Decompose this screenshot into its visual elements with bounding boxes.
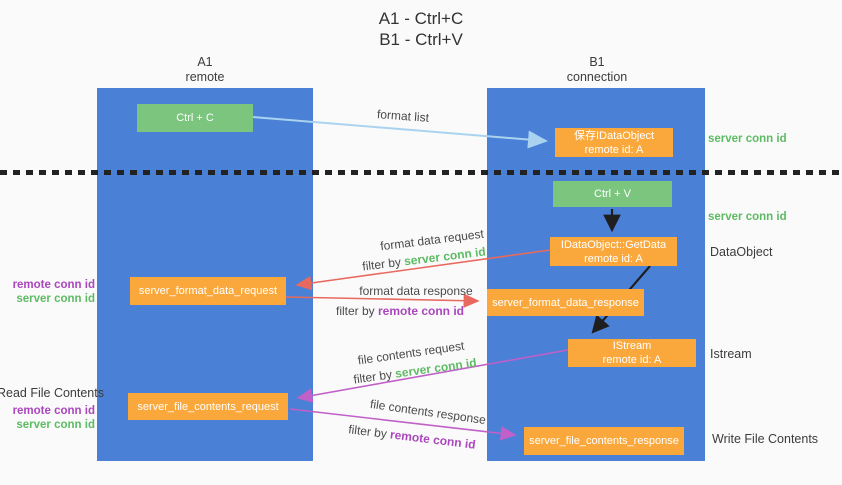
- label-write-file-contents: Write File Contents: [712, 432, 819, 446]
- edge-label-format-data-response: format data response: [359, 284, 473, 298]
- label-read-file-contents: Read File Contents: [0, 386, 104, 400]
- filter-key-remote-conn-id: remote conn id: [378, 304, 465, 318]
- filter-by-prefix: filter by: [347, 422, 392, 442]
- node-istream-line2: remote id: A: [602, 354, 662, 366]
- column-a-header: A1 remote: [97, 55, 313, 85]
- diagram-title: A1 - Ctrl+C B1 - Ctrl+V: [0, 8, 842, 50]
- node-ctrl-c-label: Ctrl + C: [176, 112, 214, 124]
- label-server-conn-id-right-top: server conn id: [708, 133, 787, 145]
- node-server-file-contents-request: server_file_contents_request: [128, 393, 288, 420]
- label-dataobject: DataObject: [710, 245, 773, 259]
- node-ctrl-v: Ctrl + V: [553, 181, 672, 207]
- title-line-1: A1 - Ctrl+C: [378, 9, 464, 28]
- edge-label-file-contents-response: file contents response: [369, 396, 487, 428]
- filter-key-remote-conn-id: remote conn id: [389, 427, 477, 452]
- node-save-idataobject-line1: 保存IDataObject: [573, 129, 655, 142]
- filter-by-prefix: filter by: [361, 254, 405, 274]
- column-b-header: B1 connection: [488, 55, 706, 85]
- node-idataobject-getdata-line1: IDataObject::GetData: [560, 238, 667, 251]
- column-a-name: A1: [197, 55, 213, 69]
- dashed-divider-line: [0, 170, 842, 175]
- filter-by-prefix: filter by: [352, 366, 397, 387]
- label-server-conn-id-left-bottom: server conn id: [16, 419, 95, 431]
- node-istream: IStream remote id: A: [568, 339, 696, 367]
- label-server-conn-id-right-mid: server conn id: [708, 211, 787, 223]
- node-idataobject-getdata: IDataObject::GetData remote id: A: [550, 237, 677, 266]
- node-idataobject-getdata-line2: remote id: A: [584, 252, 643, 265]
- column-a-role: remote: [185, 70, 225, 84]
- node-server-format-data-request-label: server_format_data_request: [138, 285, 278, 297]
- label-remote-conn-id-left-bottom: remote conn id: [12, 405, 95, 417]
- node-server-format-data-request: server_format_data_request: [130, 277, 286, 305]
- title-line-2: B1 - Ctrl+V: [379, 30, 463, 49]
- node-save-idataobject: 保存IDataObject remote id: A: [555, 128, 673, 157]
- node-server-format-data-response: server_format_data_response: [487, 289, 644, 316]
- node-save-idataobject-line2: remote id: A: [584, 143, 644, 156]
- edge-label-format-list: format list: [376, 107, 430, 125]
- label-remote-conn-id-left-top: remote conn id: [12, 279, 95, 291]
- column-b-role: connection: [566, 70, 628, 84]
- filter-by-prefix: filter by: [335, 304, 378, 318]
- node-istream-line1: IStream: [612, 340, 652, 352]
- node-server-file-contents-response-label: server_file_contents_response: [529, 435, 679, 447]
- node-ctrl-c: Ctrl + C: [137, 104, 253, 132]
- node-server-file-contents-request-label: server_file_contents_request: [137, 400, 279, 413]
- column-b-name: B1: [589, 55, 605, 69]
- node-server-file-contents-response: server_file_contents_response: [524, 427, 684, 455]
- node-ctrl-v-label: Ctrl + V: [594, 188, 631, 200]
- node-server-format-data-response-label: server_format_data_response: [492, 296, 639, 309]
- label-istream: Istream: [710, 347, 752, 361]
- label-server-conn-id-left-top: server conn id: [16, 293, 95, 305]
- edge-label-file-contents-response-filter: filter by remote conn id: [348, 422, 477, 451]
- edge-label-format-data-response-filter: filter by remote conn id: [336, 304, 464, 318]
